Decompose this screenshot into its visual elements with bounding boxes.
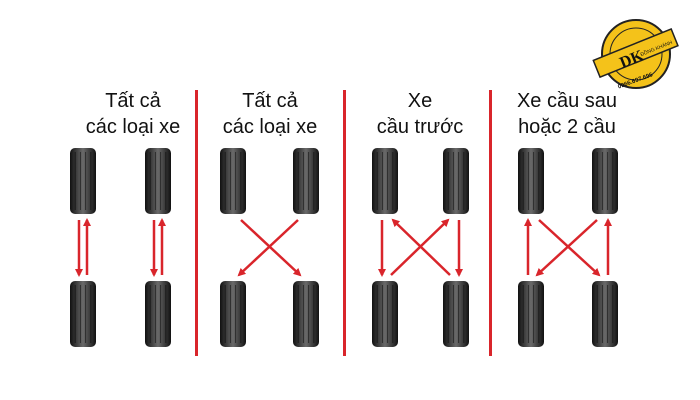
tire xyxy=(372,148,398,214)
tire xyxy=(70,148,96,214)
rotation-arrow xyxy=(535,219,598,277)
dong-khanh-logo: DK ĐỒNG KHÁNH 0966.697.696 xyxy=(592,19,679,90)
rotation-arrow xyxy=(240,219,302,277)
rotation-arrow xyxy=(390,218,450,276)
tire xyxy=(592,148,618,214)
tire xyxy=(518,148,544,214)
tire xyxy=(220,148,246,214)
tire xyxy=(443,281,469,347)
tire xyxy=(592,281,618,347)
divider xyxy=(343,90,346,356)
divider xyxy=(489,90,492,356)
rotation-arrow xyxy=(237,219,299,277)
rotation-arrow xyxy=(538,219,601,277)
tire xyxy=(443,148,469,214)
tire xyxy=(220,281,246,347)
rotation-arrow xyxy=(391,218,451,276)
tire xyxy=(518,281,544,347)
tire xyxy=(372,281,398,347)
tire xyxy=(145,148,171,214)
tire xyxy=(293,148,319,214)
tire xyxy=(293,281,319,347)
divider xyxy=(195,90,198,356)
tire xyxy=(70,281,96,347)
tire xyxy=(145,281,171,347)
